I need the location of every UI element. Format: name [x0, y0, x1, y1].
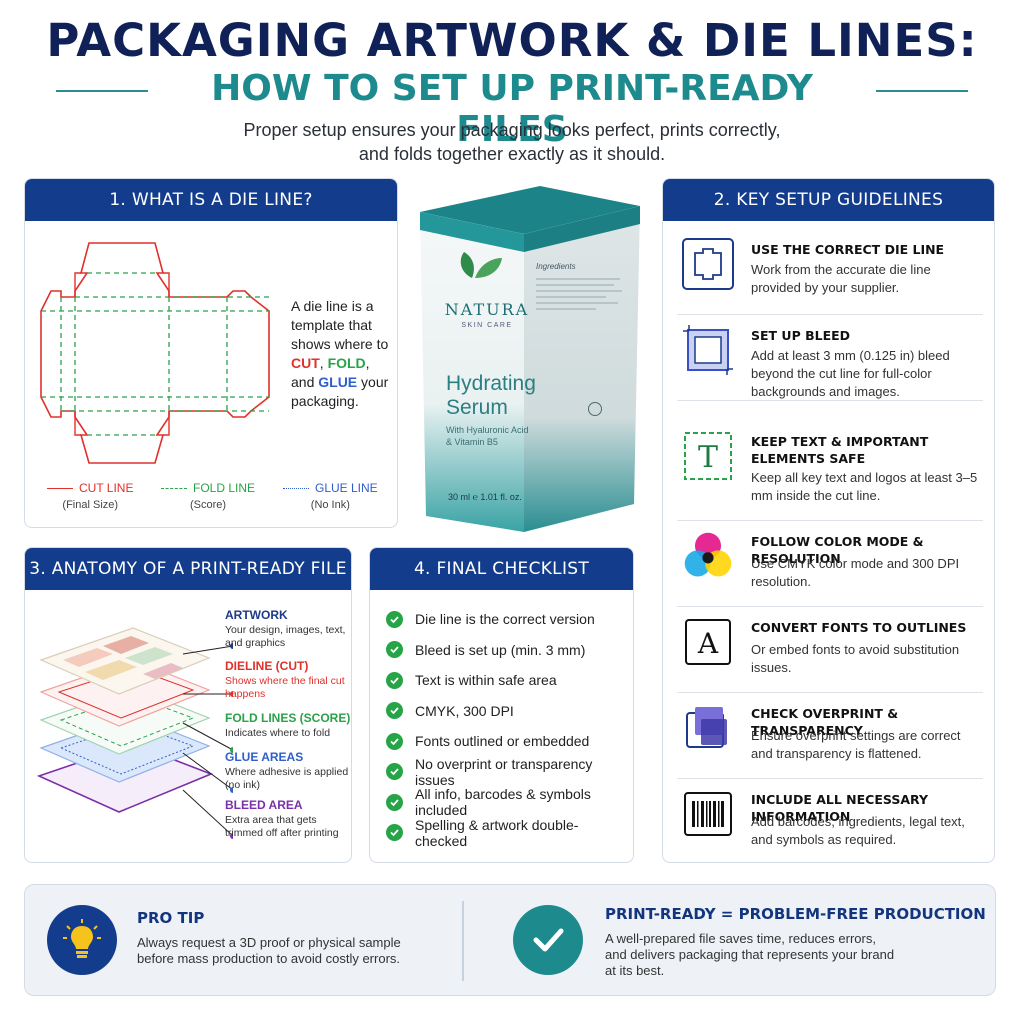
checklist-item: CMYK, 300 DPI — [386, 696, 626, 727]
layer-bleed-area: BLEED AREA Extra area that gets trimmed … — [225, 798, 339, 839]
pro-tip-text: Always request a 3D proof or physical sa… — [137, 935, 401, 966]
cmyk-color-icon — [681, 529, 735, 583]
font-outline-icon: A — [681, 615, 735, 669]
guideline-correct-die-line: USE THE CORRECT DIE LINE Work from the a… — [677, 229, 983, 315]
intro-line-1: Proper setup ensures your packaging look… — [243, 120, 781, 140]
check-circle-icon — [386, 610, 403, 628]
svg-text:A: A — [697, 627, 719, 660]
box-side-heading: Ingredients — [536, 262, 576, 271]
guideline-overprint: CHECK OVERPRINT & TRANSPARENCY Ensure ov… — [677, 693, 983, 779]
check-circle-icon — [386, 732, 403, 750]
die-line-card-title: 1. WHAT IS A DIE LINE? — [25, 179, 397, 221]
box-side-text — [536, 274, 628, 314]
checklist-item: Text is within safe area — [386, 665, 626, 696]
box-product-name: Hydrating Serum — [446, 372, 536, 419]
layers-diagram — [36, 627, 233, 839]
checklist-item: No overprint or transparency issues — [386, 756, 626, 788]
cut-line-outline — [40, 242, 270, 464]
legend-cut-line: CUT LINE (Final Size) — [47, 481, 133, 511]
fold-lines — [41, 272, 269, 436]
subtitle-row: HOW TO SET UP PRINT-READY FILES — [0, 66, 1024, 150]
glue-word: GLUE — [318, 374, 358, 390]
guideline-text-safe: T KEEP TEXT & IMPORTANT ELEMENTS SAFE Ke… — [677, 421, 983, 521]
die-line-diagram — [40, 242, 270, 464]
footer-divider — [462, 901, 464, 981]
overprint-icon — [681, 701, 735, 755]
box-brand: NATURA — [444, 300, 530, 319]
checklist-card: 4. FINAL CHECKLIST Die line is the corre… — [369, 547, 634, 863]
svg-text:T: T — [698, 440, 718, 475]
lightbulb-icon — [47, 905, 117, 975]
checkmark-circle-icon — [513, 905, 583, 975]
checklist-card-title: 4. FINAL CHECKLIST — [370, 548, 633, 590]
guidelines-card-title: 2. KEY SETUP GUIDELINES — [663, 179, 994, 221]
anatomy-card: 3. ANATOMY OF A PRINT-READY FILE — [24, 547, 352, 863]
guideline-set-up-bleed: SET UP BLEED Add at least 3 mm (0.125 in… — [677, 315, 983, 401]
legend-glue-line: GLUE LINE (No Ink) — [283, 481, 378, 511]
guideline-fonts-outlines: A CONVERT FONTS TO OUTLINES Or embed fon… — [677, 607, 983, 693]
layer-dieline-cut: DIELINE (CUT) Shows where the final cut … — [225, 659, 345, 700]
layer-artwork: ARTWORK Your design, images, text, and g… — [225, 608, 346, 649]
check-circle-icon — [386, 793, 403, 811]
safe-area-text-icon: T — [681, 429, 735, 483]
die-line-card: 1. WHAT IS A DIE LINE? A die line is a t… — [24, 178, 398, 528]
check-circle-icon — [386, 763, 403, 781]
product-box-mockup: NATURA SKIN CARE Hydrating Serum With Hy… — [412, 186, 648, 536]
layer-fold-lines: FOLD LINES (SCORE) Indicates where to fo… — [225, 711, 351, 739]
intro-line-2: and folds together exactly as it should. — [358, 144, 666, 164]
recycle-icon — [588, 402, 602, 416]
page-title: PACKAGING ARTWORK & DIE LINES: — [46, 14, 978, 67]
guidelines-card: 2. KEY SETUP GUIDELINES USE THE CORRECT … — [662, 178, 995, 863]
legend-fold-line: FOLD LINE (Score) — [161, 481, 255, 511]
page-subtitle: HOW TO SET UP PRINT-READY FILES — [211, 68, 813, 150]
footer-band: PRO TIP Always request a 3D proof or phy… — [24, 884, 996, 996]
bleed-icon — [681, 323, 735, 377]
checklist-item: Die line is the correct version — [386, 604, 626, 635]
layer-glue-areas: GLUE AREAS Where adhesive is applied (no… — [225, 750, 349, 791]
check-circle-icon — [386, 641, 403, 659]
intro-text: Proper setup ensures your packaging look… — [0, 118, 1024, 166]
checklist: Die line is the correct version Bleed is… — [386, 604, 626, 849]
subtitle-rule-left — [56, 90, 148, 92]
anatomy-card-title: 3. ANATOMY OF A PRINT-READY FILE — [25, 548, 351, 590]
check-circle-icon — [386, 824, 403, 842]
check-circle-icon — [386, 702, 403, 720]
cut-word: CUT — [291, 355, 320, 371]
box-brand-sub: SKIN CARE — [461, 322, 513, 329]
check-circle-icon — [386, 671, 403, 689]
pro-tip-title: PRO TIP — [137, 909, 205, 927]
print-ready-title: PRINT-READY = PROBLEM-FREE PRODUCTION — [605, 905, 986, 923]
print-ready-text: A well-prepared file saves time, reduces… — [605, 931, 895, 978]
barcode-icon — [681, 787, 735, 841]
cut-line-tabs — [74, 272, 170, 436]
checklist-item: All info, barcodes & symbols included — [386, 786, 626, 818]
fold-word: FOLD — [327, 355, 366, 371]
box-description: With Hyaluronic Acid & Vitamin B5 — [446, 425, 529, 447]
checklist-item: Bleed is set up (min. 3 mm) — [386, 635, 626, 666]
guideline-color-mode: FOLLOW COLOR MODE & RESOLUTION Use CMYK … — [677, 521, 983, 607]
guideline-necessary-info: INCLUDE ALL NECESSARY INFORMATION Add ba… — [677, 779, 983, 862]
leaf-logo-icon — [460, 252, 502, 278]
subtitle-rule-right — [876, 90, 968, 92]
checklist-item: Fonts outlined or embedded — [386, 726, 626, 757]
checklist-item: Spelling & artwork double-checked — [386, 817, 626, 849]
box-volume: 30 ml ℮ 1.01 fl. oz. — [448, 492, 522, 502]
die-line-description: A die line is a template that shows wher… — [291, 298, 389, 409]
die-line-icon — [681, 237, 735, 291]
